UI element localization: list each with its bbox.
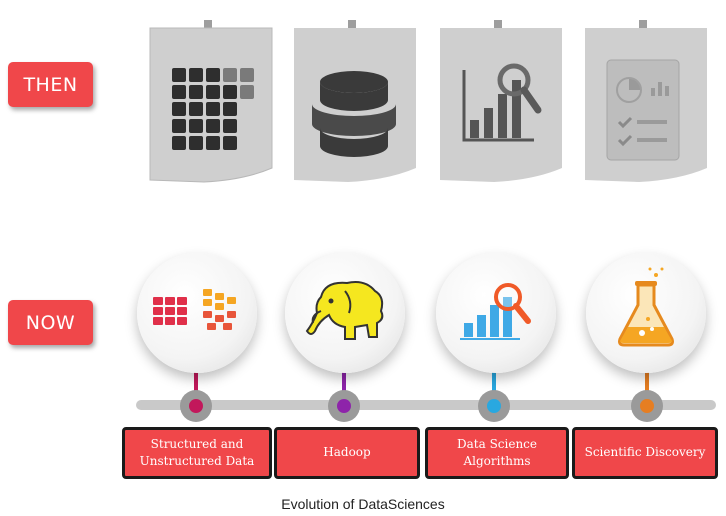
then-label: THEN (8, 62, 93, 107)
now-circle-discovery (586, 253, 706, 373)
now-circle-algorithms (436, 253, 556, 373)
elephant-icon (305, 281, 384, 340)
timeline-label: Hadoop (274, 427, 420, 479)
grid-icon (149, 20, 273, 183)
timeline-node (328, 390, 360, 422)
stem (492, 360, 496, 402)
report-icon (585, 20, 707, 182)
timeline-label: Data Science Algorithms (425, 427, 569, 479)
timeline-label: Structured and Unstructured Data (122, 427, 272, 479)
timeline-label: Scientific Discovery (572, 427, 718, 479)
timeline-node (631, 390, 663, 422)
timeline-line (136, 400, 716, 410)
stem (194, 360, 198, 402)
then-note-grid (144, 20, 274, 183)
flask-icon (618, 267, 674, 347)
database-icon (294, 20, 416, 182)
grid-icon (153, 289, 236, 330)
stem (645, 360, 649, 402)
now-label: NOW (8, 300, 93, 345)
figure-caption: Evolution of DataSciences (281, 496, 445, 512)
then-note-database (288, 20, 418, 182)
then-note-report (579, 20, 709, 182)
now-circle-data (137, 253, 257, 373)
chart-magnifier-icon (460, 283, 531, 340)
timeline-node (478, 390, 510, 422)
then-note-analytics (434, 20, 564, 182)
timeline-node (180, 390, 212, 422)
stem (342, 360, 346, 402)
chart-magnifier-icon (440, 20, 562, 182)
now-circle-hadoop (285, 253, 405, 373)
